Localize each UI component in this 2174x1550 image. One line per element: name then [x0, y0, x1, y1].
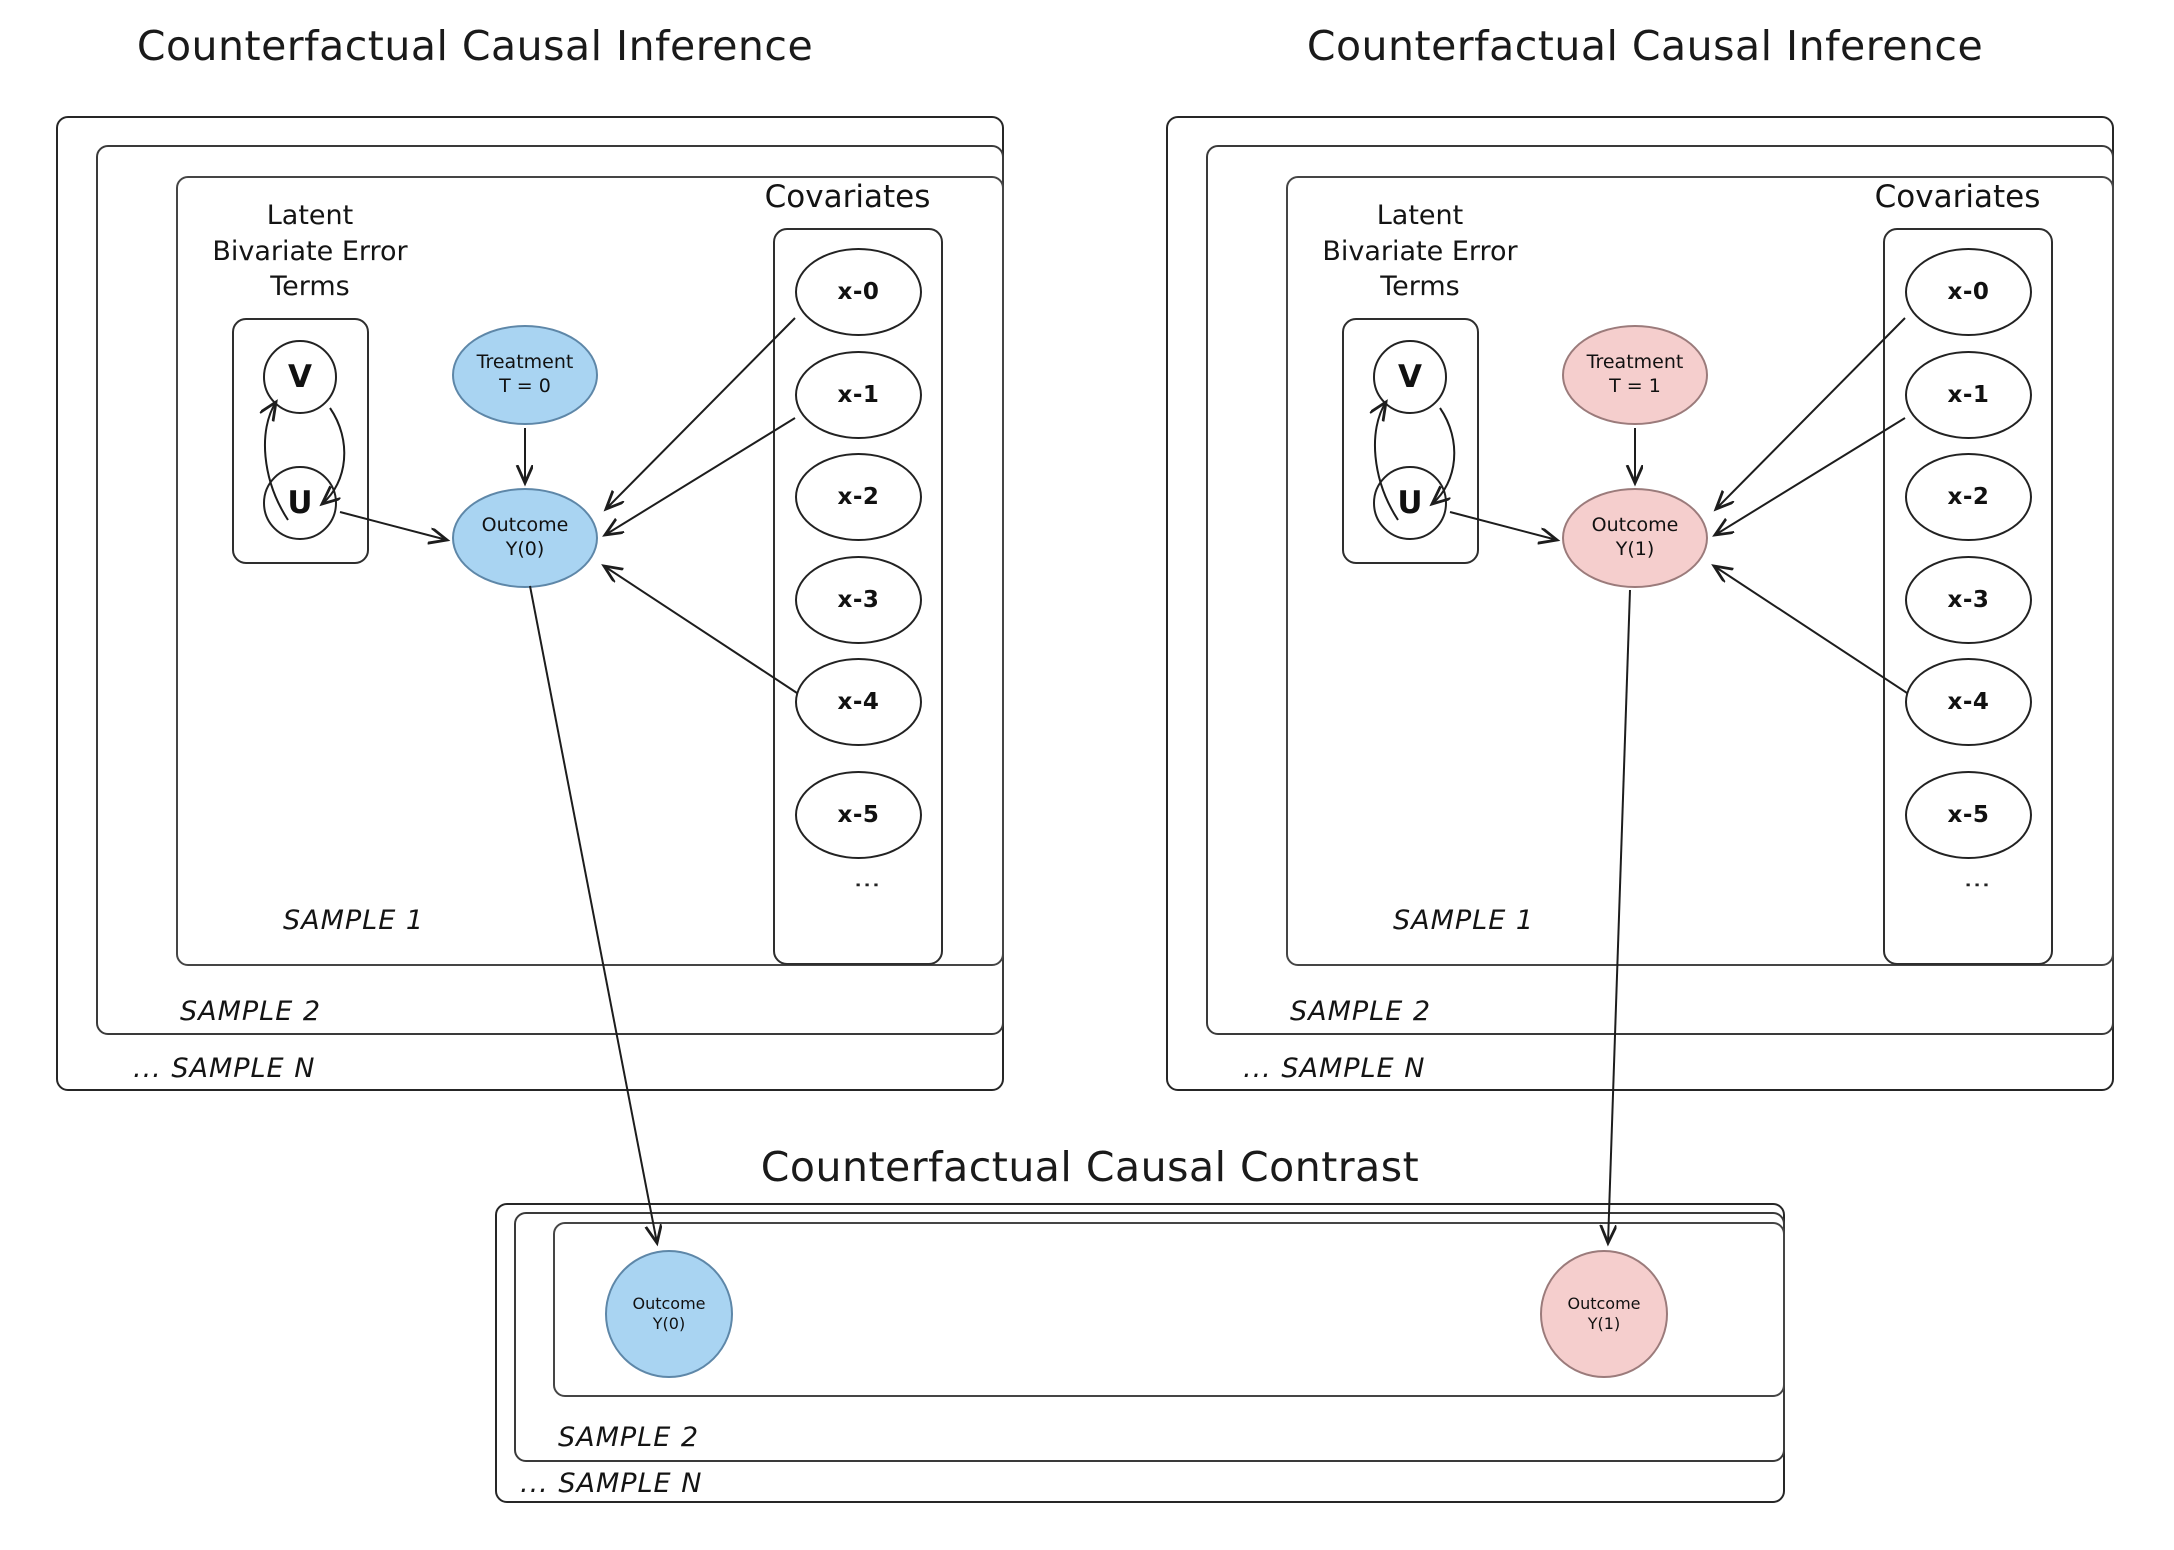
- left-treatment-line1: Treatment: [476, 351, 574, 374]
- right-covariate-label-0: x-0: [1947, 279, 1990, 305]
- left-covariate-node-4: x-4: [795, 658, 922, 746]
- left-outcome-line2: Y(0): [505, 538, 545, 560]
- contrast-panel-title: Counterfactual Causal Contrast: [760, 1143, 1420, 1191]
- left-covariate-label-3: x-3: [837, 587, 880, 613]
- contrast-label-sample-2: SAMPLE 2: [558, 1422, 700, 1453]
- right-error-node-u-label: U: [1397, 485, 1423, 521]
- right-label-sample-n: ... SAMPLE N: [1243, 1053, 1426, 1084]
- contrast-outcome-control-line2: Y(0): [652, 1314, 686, 1333]
- left-covariate-label-2: x-2: [837, 484, 880, 510]
- right-covariate-label-1: x-1: [1947, 382, 1990, 408]
- right-covariate-node-0: x-0: [1905, 248, 2032, 336]
- right-treatment-line1: Treatment: [1586, 351, 1684, 374]
- left-error-node-v: V: [263, 340, 337, 414]
- left-covariate-node-5: x-5: [795, 771, 922, 859]
- left-label-sample-1: SAMPLE 1: [283, 905, 425, 936]
- right-treatment-line2: T = 1: [1609, 375, 1661, 397]
- right-covariate-node-5: x-5: [1905, 771, 2032, 859]
- left-outcome-line1: Outcome: [481, 514, 569, 537]
- right-covariate-label-2: x-2: [1947, 484, 1990, 510]
- contrast-outcome-control-node: Outcome Y(0): [605, 1250, 733, 1378]
- left-label-sample-2: SAMPLE 2: [180, 996, 322, 1027]
- left-outcome-node: Outcome Y(0): [452, 488, 598, 588]
- left-covariate-node-2: x-2: [795, 453, 922, 541]
- left-panel-title: Counterfactual Causal Inference: [136, 22, 814, 70]
- right-error-node-v-label: V: [1398, 359, 1422, 395]
- right-error-node-v: V: [1373, 340, 1447, 414]
- contrast-outcome-control-line1: Outcome: [632, 1294, 706, 1313]
- right-label-sample-1: SAMPLE 1: [1393, 905, 1535, 936]
- contrast-outcome-treated-line2: Y(1): [1587, 1314, 1621, 1333]
- left-treatment-node: Treatment T = 0: [452, 325, 598, 425]
- left-covariate-label-4: x-4: [837, 689, 880, 715]
- right-outcome-line2: Y(1): [1615, 538, 1655, 560]
- left-error-node-v-label: V: [288, 359, 312, 395]
- left-covariates-ellipsis-icon: ⋮: [852, 872, 882, 896]
- left-covariate-label-0: x-0: [837, 279, 880, 305]
- right-covariate-label-5: x-5: [1947, 802, 1990, 828]
- right-error-node-u: U: [1373, 466, 1447, 540]
- contrast-outcome-treated-line1: Outcome: [1567, 1294, 1641, 1313]
- left-error-node-u: U: [263, 466, 337, 540]
- left-covariate-node-1: x-1: [795, 351, 922, 439]
- right-covariates-caption: Covariates: [1874, 179, 2041, 215]
- right-covariate-node-1: x-1: [1905, 351, 2032, 439]
- right-covariate-node-2: x-2: [1905, 453, 2032, 541]
- left-label-sample-n: ... SAMPLE N: [133, 1053, 316, 1084]
- right-treatment-node: Treatment T = 1: [1562, 325, 1708, 425]
- right-outcome-node: Outcome Y(1): [1562, 488, 1708, 588]
- left-covariate-label-5: x-5: [837, 802, 880, 828]
- right-label-sample-2: SAMPLE 2: [1290, 996, 1432, 1027]
- left-covariate-node-3: x-3: [795, 556, 922, 644]
- right-covariate-node-3: x-3: [1905, 556, 2032, 644]
- right-covariate-label-4: x-4: [1947, 689, 1990, 715]
- right-covariates-ellipsis-icon: ⋮: [1962, 872, 1992, 896]
- right-panel-title: Counterfactual Causal Inference: [1306, 22, 1984, 70]
- left-error-node-u-label: U: [287, 485, 313, 521]
- left-latent-caption: Latent Bivariate Error Terms: [212, 200, 408, 303]
- contrast-label-sample-n: ... SAMPLE N: [520, 1468, 703, 1499]
- right-covariate-node-4: x-4: [1905, 658, 2032, 746]
- right-outcome-line1: Outcome: [1591, 514, 1679, 537]
- left-covariate-label-1: x-1: [837, 382, 880, 408]
- right-latent-caption: Latent Bivariate Error Terms: [1322, 200, 1518, 303]
- left-covariate-node-0: x-0: [795, 248, 922, 336]
- left-covariates-caption: Covariates: [764, 179, 931, 215]
- contrast-outcome-treated-node: Outcome Y(1): [1540, 1250, 1668, 1378]
- right-covariate-label-3: x-3: [1947, 587, 1990, 613]
- left-treatment-line2: T = 0: [499, 375, 551, 397]
